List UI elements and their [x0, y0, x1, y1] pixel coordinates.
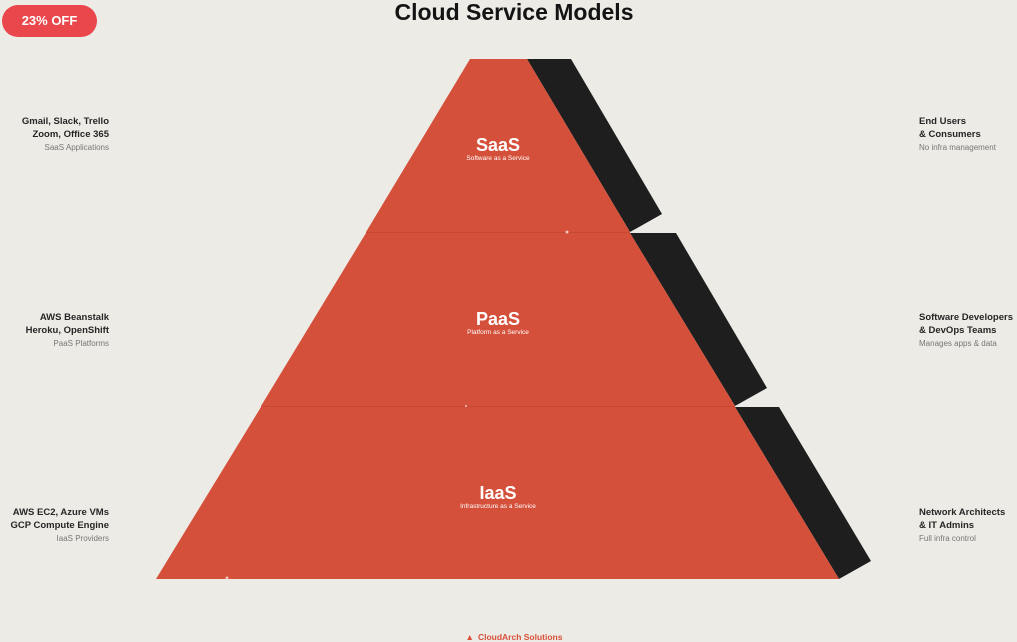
paas-audience-caption: Manages apps & data — [919, 339, 997, 348]
iaas-examples: AWS EC2, Azure VMs GCP Compute Engine Ia… — [10, 506, 109, 545]
saas-name: SaaS — [475, 135, 521, 155]
paas-examples-caption: PaaS Platforms — [53, 339, 109, 348]
footer-text: CloudArch Solutions — [477, 632, 563, 642]
iaas-label: IaaS Infrastructure as a Service — [408, 484, 588, 511]
iaas-audience: Network Architects & IT Admins Full infr… — [919, 506, 1005, 545]
iaas-subtitle: Infrastructure as a Service — [460, 503, 536, 510]
paas-audience: Software Developers & DevOps Teams Manag… — [919, 311, 1013, 350]
paas-tier[interactable] — [261, 233, 735, 406]
paas-audience-line2: & DevOps Teams — [919, 325, 997, 336]
marker-dot — [225, 576, 229, 580]
iaas-examples-line2: GCP Compute Engine — [10, 520, 109, 531]
paas-subtitle: Platform as a Service — [467, 329, 529, 336]
iaas-audience-line1: Network Architects — [919, 507, 1006, 518]
discount-badge[interactable]: 23% OFF — [2, 5, 97, 37]
saas-label: SaaS Software as a Service — [408, 136, 588, 163]
paas-examples: AWS Beanstalk Heroku, OpenShift PaaS Pla… — [26, 311, 109, 350]
iaas-tier-shadow — [735, 407, 871, 579]
iaas-audience-line2: & IT Admins — [919, 520, 975, 531]
iaas-tier[interactable] — [156, 407, 839, 579]
iaas-examples-line1: AWS EC2, Azure VMs — [12, 507, 109, 518]
saas-audience-caption: No infra management — [919, 143, 996, 152]
saas-audience-line2: & Consumers — [919, 129, 981, 140]
paas-tier-shadow — [630, 233, 767, 406]
iaas-name: IaaS — [479, 483, 517, 503]
paas-name: PaaS — [475, 309, 521, 329]
paas-examples-line1: AWS Beanstalk — [39, 312, 109, 323]
saas-tier[interactable] — [366, 59, 630, 232]
saas-tier-shadow — [527, 59, 662, 232]
paas-label: PaaS Platform as a Service — [408, 310, 588, 337]
footer-brand: ▲CloudArch Solutions — [0, 632, 1017, 642]
triangle-logo-icon: ▲ — [465, 632, 474, 642]
marker-dot — [565, 230, 569, 234]
saas-examples-line2: Zoom, Office 365 — [32, 129, 109, 140]
saas-audience: End Users & Consumers No infra managemen… — [919, 115, 996, 154]
saas-audience-line1: End Users — [919, 116, 966, 127]
iaas-examples-caption: IaaS Providers — [56, 534, 109, 543]
paas-audience-line1: Software Developers — [919, 312, 1013, 323]
marker-dot — [465, 405, 467, 407]
saas-examples: Gmail, Slack, Trello Zoom, Office 365 Sa… — [22, 115, 109, 154]
page-title: Cloud Service Models — [394, 0, 634, 25]
saas-examples-caption: SaaS Applications — [44, 143, 110, 152]
iaas-audience-caption: Full infra control — [919, 534, 976, 543]
paas-examples-line2: Heroku, OpenShift — [25, 325, 109, 336]
saas-examples-line1: Gmail, Slack, Trello — [21, 116, 109, 127]
saas-subtitle: Software as a Service — [466, 155, 530, 162]
